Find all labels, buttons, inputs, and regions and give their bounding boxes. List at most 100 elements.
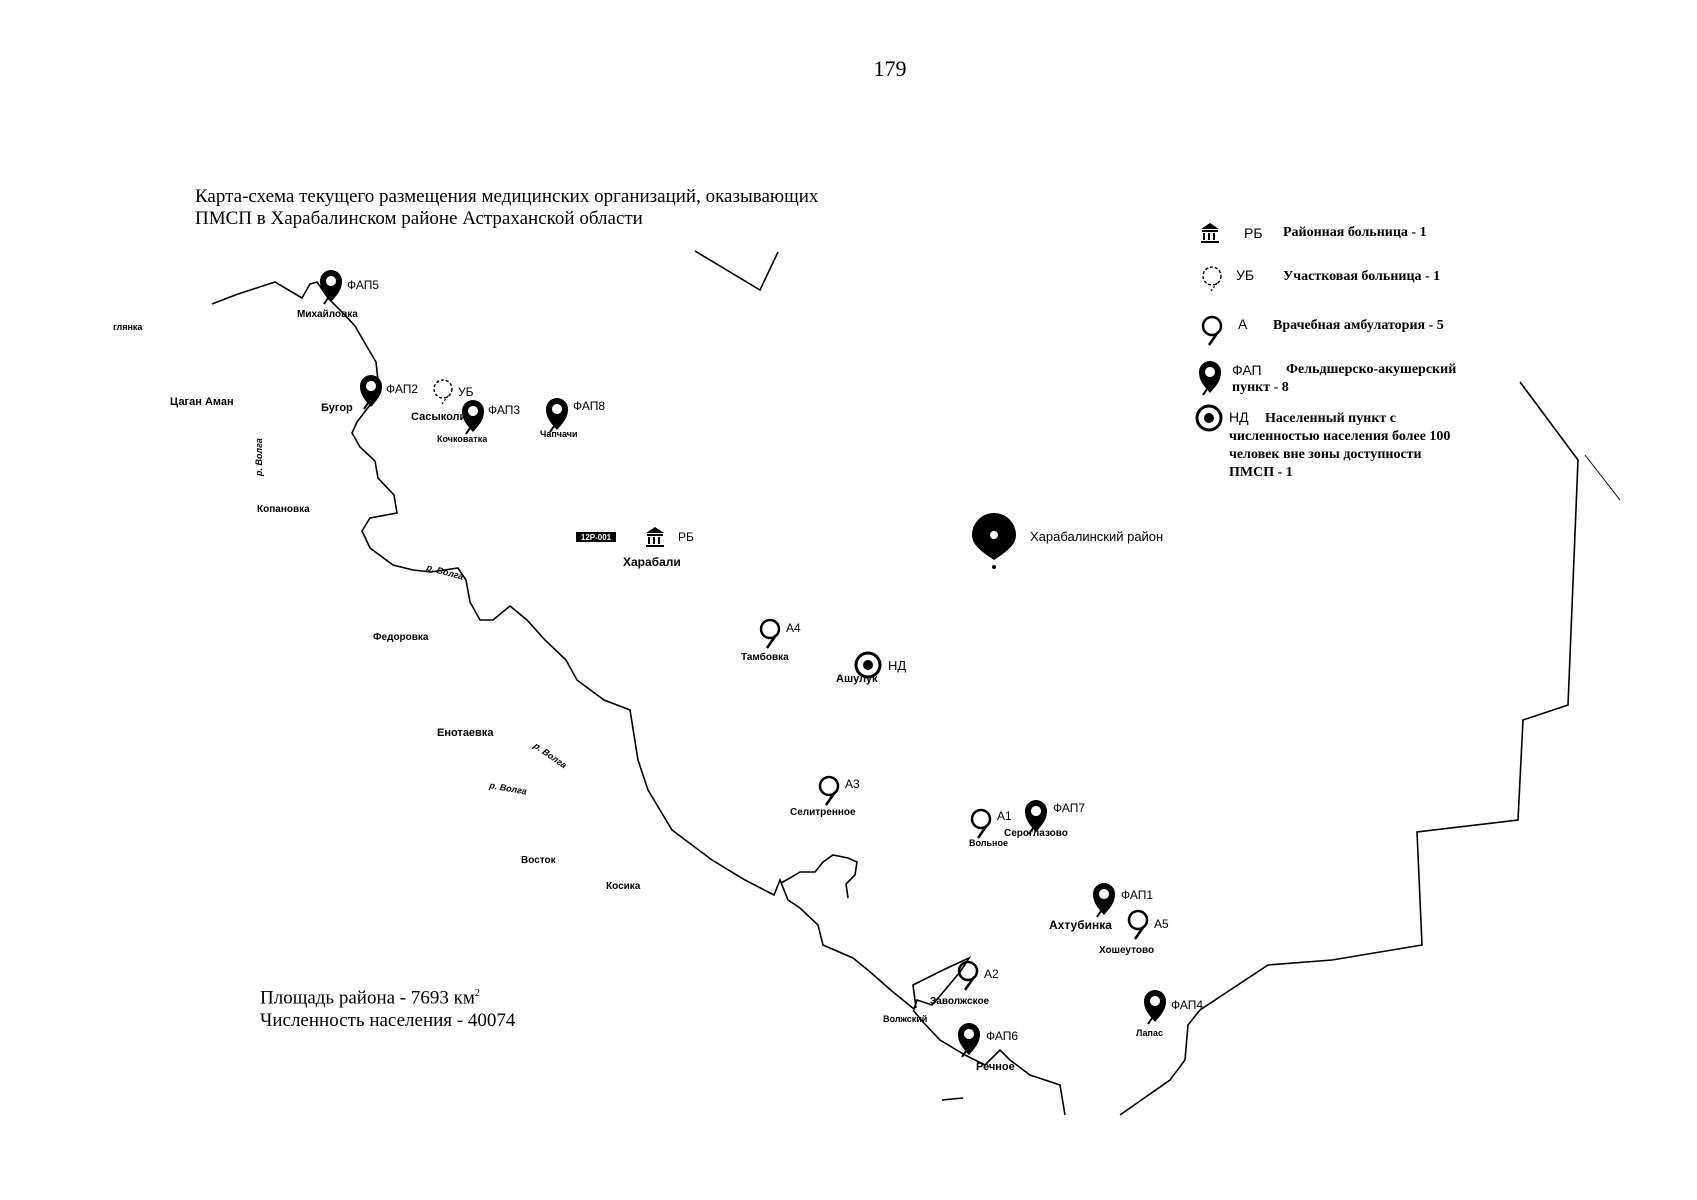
legend-desc-ub: Участковая больница - 1: [1283, 269, 1440, 284]
place-label: Цаган Аман: [170, 396, 234, 408]
legend-desc-fap-1: Фельдшерско-акушерский: [1286, 362, 1456, 377]
district-boundary: [211, 250, 1621, 1116]
legend-desc-fap-2: пункт - 8: [1232, 380, 1289, 395]
a-pin-icon: [957, 960, 979, 992]
page-number: 179: [873, 56, 907, 81]
south-boundary-fragment: [941, 1097, 964, 1101]
facility-place: Сероглазово: [1004, 828, 1068, 839]
facility-code: ФАП5: [347, 278, 379, 292]
fap-pin-icon: [545, 397, 569, 433]
ub-pin-icon: [433, 379, 453, 405]
facility-ФАП1[interactable]: ФАП1 Ахтубинка: [1049, 882, 1153, 932]
facility-place: Хошеутово: [1099, 945, 1154, 956]
legend-desc-rb: Районная больница - 1: [1283, 225, 1427, 240]
target-icon: [1195, 404, 1223, 432]
legend-desc-a: Врачебная амбулатория - 5: [1273, 318, 1444, 333]
east-boundary-line: [1119, 381, 1579, 1116]
road-sign: 12Р-001: [576, 532, 616, 542]
facility-code: ФАП6: [986, 1029, 1018, 1043]
facility-code: РБ: [678, 530, 694, 544]
facility-А2[interactable]: А2 Заволжское: [930, 960, 999, 1007]
fap-pin-icon: [461, 399, 485, 435]
facility-ФАП6[interactable]: ФАП6 Речное: [957, 1022, 1018, 1073]
facility-А3[interactable]: А3 Селитренное: [790, 775, 860, 818]
facility-НД[interactable]: НД Ашулук: [836, 651, 906, 685]
facility-place: Речное: [976, 1061, 1015, 1073]
a-pin-icon: [759, 618, 781, 650]
other-settlements: глянка Цаган Аман Копановка Федоровка Ен…: [113, 322, 927, 1024]
district-balloon-tail: [992, 565, 996, 569]
facility-place: Бугор: [321, 402, 353, 414]
facility-ФАП2[interactable]: ФАП2 Бугор: [321, 374, 418, 414]
legend-desc-nd-1: Населенный пункт с: [1265, 411, 1396, 426]
place-label: Волжский: [883, 1014, 927, 1024]
fap-pin-icon: [1092, 882, 1116, 918]
facility-ФАП5[interactable]: ФАП5 Михайловка: [297, 269, 379, 320]
facility-code: ФАП3: [488, 403, 520, 417]
facility-place: Сасыколи: [411, 411, 466, 423]
legend-desc-nd-3: человек вне зоны доступности: [1229, 447, 1422, 462]
facility-place: Вольное: [969, 838, 1008, 848]
west-boundary-line: [211, 281, 972, 1011]
facility-place: Харабали: [623, 555, 681, 569]
facility-РБ[interactable]: РБ Харабали: [623, 527, 694, 569]
facility-code: ФАП2: [386, 382, 418, 396]
road-sign-plate: [576, 532, 616, 542]
facility-place: Чапчачи: [540, 429, 578, 439]
river-labels: р. Волга р. Волга р. Волга р. Волга: [254, 438, 569, 796]
place-label: Восток: [521, 855, 557, 866]
population-line: Численность населения - 40074: [260, 1010, 516, 1032]
road-sign-number: 12Р-001: [581, 533, 612, 542]
legend-abbr-a: А: [1238, 316, 1248, 332]
a-pin-icon: [970, 808, 992, 840]
legend-abbr-ub: УБ: [1236, 267, 1254, 283]
facility-ФАП4[interactable]: ФАП4 Лапас: [1136, 989, 1203, 1038]
map-title-line-1: Карта-схема текущего размещения медицинс…: [195, 186, 819, 207]
fap-pin-icon: [1143, 989, 1167, 1025]
map-title-line-2: ПМСП в Харабалинском районе Астраханской…: [195, 208, 643, 229]
place-label: глянка: [113, 322, 143, 332]
facility-code: ФАП1: [1121, 888, 1153, 902]
facility-ФАП3[interactable]: ФАП3 Кочковатка: [437, 399, 520, 444]
legend-abbr-nd: НД: [1229, 409, 1249, 425]
place-label: Енотаевка: [437, 727, 494, 739]
a-pin-icon: [818, 775, 840, 807]
facility-code: А5: [1154, 917, 1169, 931]
facility-А1[interactable]: А1 Вольное: [969, 808, 1012, 848]
district-balloon-dot: [990, 531, 998, 539]
facility-code: А3: [845, 777, 860, 791]
map-title: Карта-схема текущего размещения медицинс…: [195, 186, 1055, 230]
fap-pin-icon: [319, 269, 343, 305]
dashed-pin-icon: [1202, 266, 1222, 292]
district-label: Харабалинский район: [1030, 529, 1163, 544]
area-superscript: 2: [474, 988, 480, 999]
facility-ФАП8[interactable]: ФАП8 Чапчачи: [540, 397, 605, 439]
facility-А4[interactable]: А4 Тамбовка: [741, 618, 801, 663]
facility-place: Лапас: [1136, 1028, 1163, 1038]
facility-ФАП7[interactable]: ФАП7 Сероглазово: [1004, 799, 1085, 839]
facility-code: ФАП7: [1053, 801, 1085, 815]
facility-code: ФАП8: [573, 399, 605, 413]
lower-boundary-line: [912, 1009, 1066, 1116]
facility-place: Ашулук: [836, 673, 878, 685]
river-label: р. Волга: [254, 438, 264, 477]
legend-desc-nd-4: ПМСП - 1: [1229, 465, 1293, 480]
district-stats: Площадь района - 7693 км2 Численность на…: [260, 982, 515, 1032]
facility-code: НД: [888, 658, 906, 673]
legend-abbr-rb: РБ: [1244, 225, 1263, 241]
north-boundary-fragment: [694, 250, 779, 292]
area-text: Площадь района - 7693 км: [260, 987, 475, 1009]
east-boundary-fragment: [1584, 454, 1621, 501]
legend-abbr-fap: ФАП: [1232, 362, 1262, 378]
facility-code: А2: [984, 967, 999, 981]
facility-place: Кочковатка: [437, 434, 488, 444]
facility-УБ[interactable]: УБ Сасыколи: [411, 379, 474, 423]
facility-place: Заволжское: [930, 996, 990, 1007]
facility-А5[interactable]: А5 Хошеутово: [1099, 909, 1169, 956]
river-label: р. Волга: [488, 780, 528, 797]
district-marker: Харабалинский район: [972, 513, 1163, 569]
facility-place: Михайловка: [297, 309, 358, 320]
place-label: Косика: [606, 881, 641, 892]
legend: РБ Районная больница - 1 УБ Участковая б…: [1195, 223, 1456, 480]
